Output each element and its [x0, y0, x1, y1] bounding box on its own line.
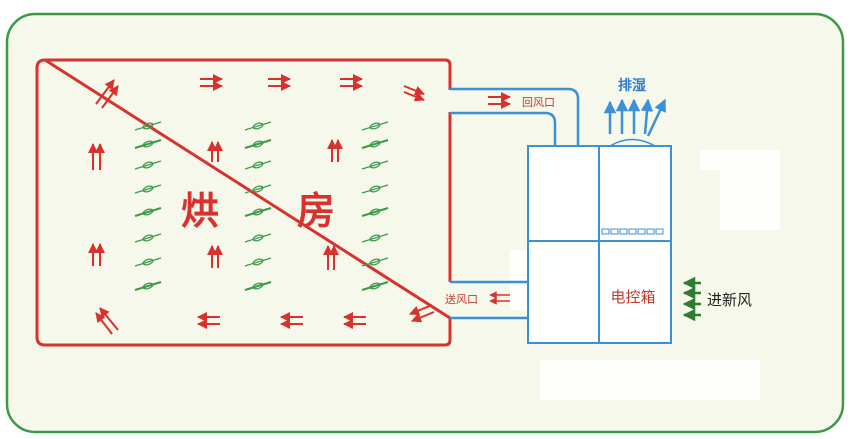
dehumidify-label: 排湿 — [618, 77, 646, 94]
leaf-icon — [134, 281, 162, 291]
leaf-icon — [134, 139, 162, 149]
leaf-icon — [244, 121, 272, 131]
room-label-char-1: 烘 — [181, 189, 219, 233]
fresh-air-arrows — [682, 276, 701, 322]
leaf-icon — [244, 233, 272, 243]
room-label-char-2: 房 — [297, 189, 335, 233]
leaf-icon — [361, 121, 389, 131]
return-duct-outer — [450, 87, 580, 146]
leaf-icon — [244, 281, 272, 291]
air-ducts — [450, 87, 580, 320]
leaf-icon — [361, 207, 389, 217]
leaf-icon — [134, 160, 162, 170]
fan-hood — [609, 138, 656, 147]
leaf-icon — [244, 184, 272, 194]
leaf-icon — [361, 184, 389, 194]
leaf-icon — [134, 207, 162, 217]
leaf-icon — [361, 160, 389, 170]
background-decoration — [510, 150, 780, 400]
leaf-icon — [134, 121, 162, 131]
leaf-icon — [134, 184, 162, 194]
leaf-icon — [361, 233, 389, 243]
unit-vent-grille — [601, 228, 664, 235]
leaf-icon — [361, 257, 389, 267]
fresh-air-label: 进新风 — [707, 291, 752, 309]
supply-air-arrows — [489, 291, 510, 305]
return-duct-inner — [450, 111, 557, 146]
exhaust-arrows — [603, 98, 667, 137]
leaf-racks — [134, 121, 389, 291]
return-air-label: 回风口 — [522, 96, 555, 109]
control-box-label: 电控箱 — [610, 288, 655, 306]
leaf-icon — [134, 233, 162, 243]
return-air-arrows — [488, 92, 511, 109]
leaf-icon — [244, 139, 272, 149]
supply-air-label: 送风口 — [445, 292, 478, 306]
leaf-icon — [361, 281, 389, 291]
control-unit — [527, 138, 672, 344]
leaf-icon — [244, 160, 272, 170]
drying-room-wall — [35, 58, 452, 347]
leaf-icon — [361, 139, 389, 149]
leaf-icon — [244, 257, 272, 267]
room-airflow-arrows — [88, 74, 435, 335]
leaf-icon — [244, 207, 272, 217]
leaf-icon — [134, 257, 162, 267]
